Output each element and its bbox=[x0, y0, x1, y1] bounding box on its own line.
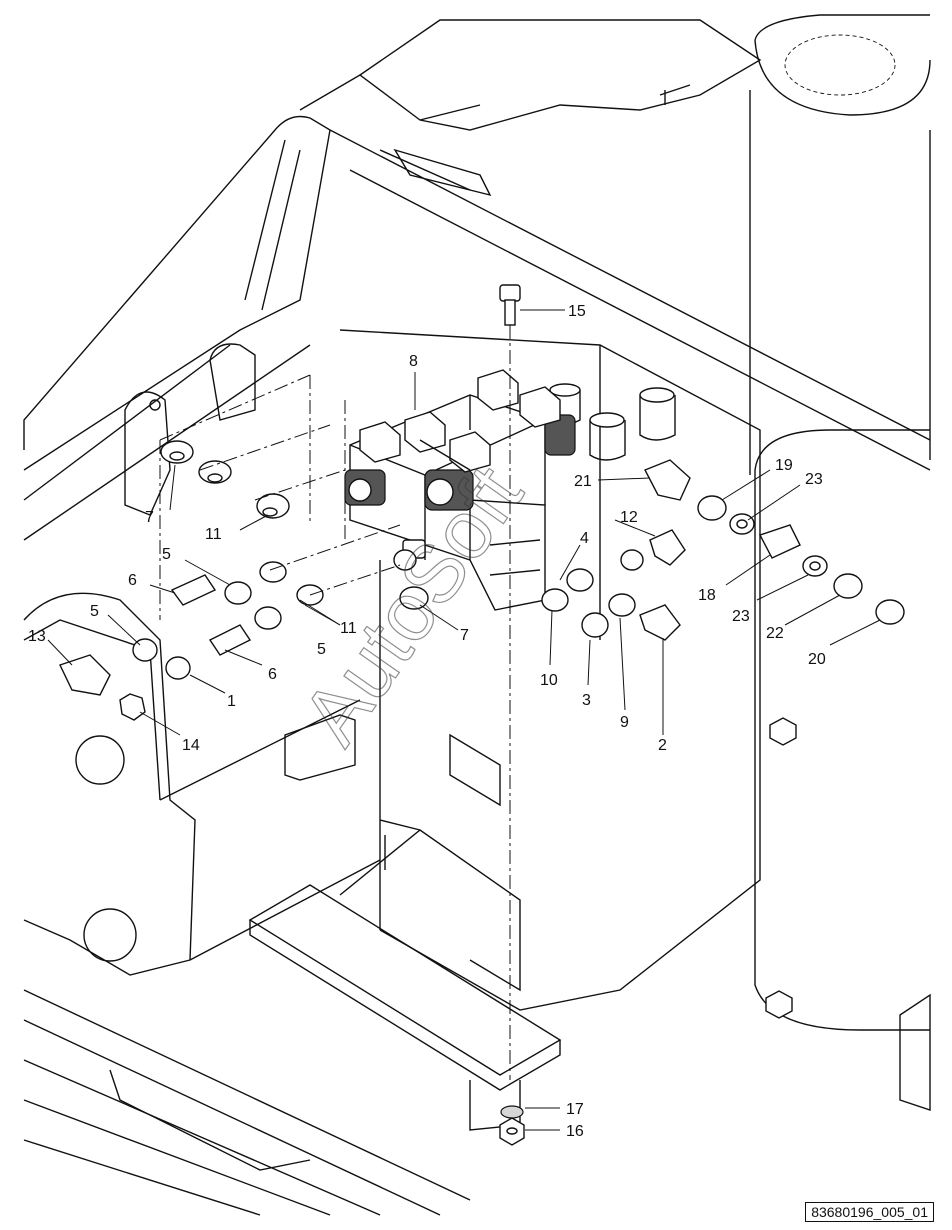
callout-18: 18 bbox=[698, 587, 716, 604]
callout-6-lower: 6 bbox=[268, 666, 277, 683]
callout-23-upper: 23 bbox=[805, 471, 823, 488]
callout-numbers: 1 2 3 4 5 5 5 6 6 7 7 8 9 10 11 11 12 13… bbox=[28, 303, 826, 1140]
callout-5-left: 5 bbox=[90, 603, 99, 620]
callout-3: 3 bbox=[582, 692, 591, 709]
callout-11-upper: 11 bbox=[205, 526, 222, 543]
leader-lines bbox=[47, 309, 881, 1131]
callout-17: 17 bbox=[566, 1101, 584, 1118]
callout-7-right: 7 bbox=[460, 627, 469, 644]
callout-23-lower: 23 bbox=[732, 608, 750, 625]
callout-2: 2 bbox=[658, 737, 667, 754]
callout-16: 16 bbox=[566, 1123, 584, 1140]
callout-7-left: 7 bbox=[145, 509, 154, 526]
fittings bbox=[59, 284, 905, 1146]
callout-6-upper: 6 bbox=[128, 572, 137, 589]
callout-1: 1 bbox=[227, 693, 236, 710]
machine-frame bbox=[23, 14, 931, 1216]
callout-8: 8 bbox=[409, 353, 418, 370]
callout-19: 19 bbox=[775, 457, 793, 474]
callout-22: 22 bbox=[766, 625, 784, 642]
callout-5-mid: 5 bbox=[317, 641, 326, 658]
callout-13: 13 bbox=[28, 628, 46, 645]
callout-14: 14 bbox=[182, 737, 200, 754]
callout-10: 10 bbox=[540, 672, 558, 689]
callout-21: 21 bbox=[574, 473, 592, 490]
callout-11-lower: 11 bbox=[340, 620, 357, 637]
callout-20: 20 bbox=[808, 651, 826, 668]
callout-15: 15 bbox=[568, 303, 586, 320]
reference-label: 83680196_005_01 bbox=[805, 1202, 934, 1222]
valve-block-assembly bbox=[344, 369, 576, 611]
callout-9: 9 bbox=[620, 714, 629, 731]
callout-4: 4 bbox=[580, 530, 589, 547]
callout-5-upper: 5 bbox=[162, 546, 171, 563]
callout-12: 12 bbox=[620, 509, 638, 526]
